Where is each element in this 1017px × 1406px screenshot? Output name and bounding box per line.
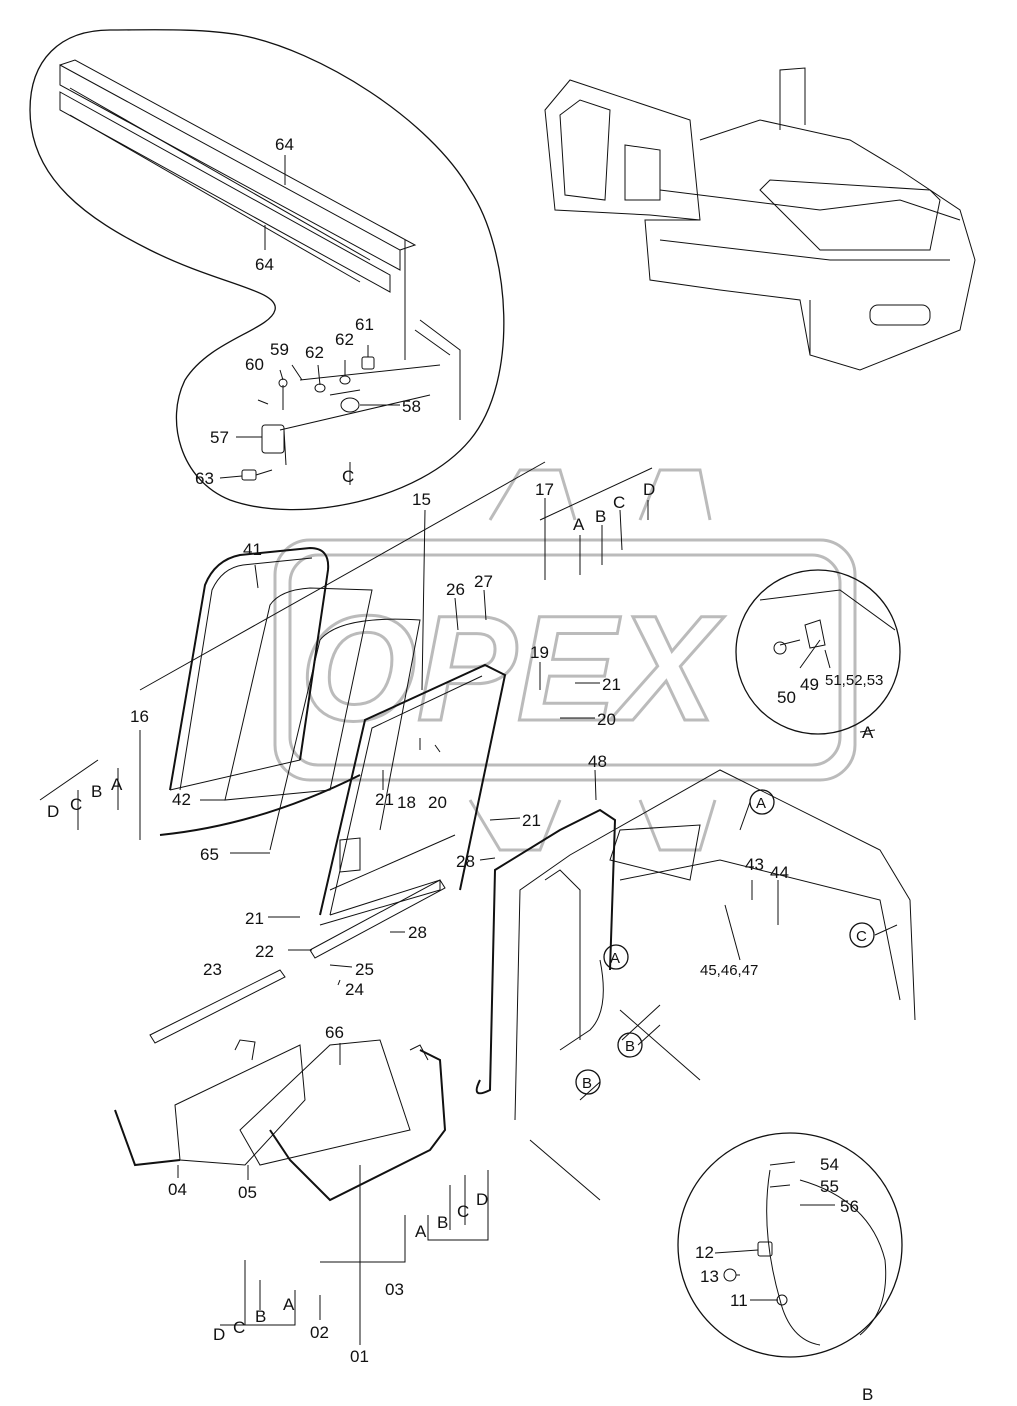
callout-48: 48 xyxy=(588,752,607,771)
callout-b2: B xyxy=(91,782,102,801)
callout-25: 25 xyxy=(355,960,374,979)
watermark-text: OPEX xyxy=(300,584,725,752)
callout-57: 57 xyxy=(210,428,229,447)
callout-21a: 21 xyxy=(602,675,621,694)
callout-b5: B xyxy=(862,1385,873,1404)
callout-22: 22 xyxy=(255,942,274,961)
callout-a2: A xyxy=(111,775,123,794)
leader-lines xyxy=(39,155,898,1345)
callout-02: 02 xyxy=(310,1323,329,1342)
cab-frame xyxy=(475,769,916,1201)
lower-window xyxy=(114,1039,447,1202)
callout-65: 65 xyxy=(200,845,219,864)
callout-c2: C xyxy=(613,493,625,512)
callout-24: 24 xyxy=(345,980,364,999)
callout-13: 13 xyxy=(700,1267,719,1286)
callout-cf: C xyxy=(856,928,867,945)
circle-badges xyxy=(575,789,875,1095)
callout-af2: A xyxy=(610,950,620,967)
callout-b4: B xyxy=(255,1307,266,1326)
callout-c1: C xyxy=(342,467,354,486)
detail-a-circle xyxy=(735,569,901,735)
callout-01: 01 xyxy=(350,1347,369,1366)
callout-20b: 20 xyxy=(428,793,447,812)
callout-50: 50 xyxy=(777,688,796,707)
callout-21d: 21 xyxy=(245,909,264,928)
callout-42: 42 xyxy=(172,790,191,809)
watermark: OPEX xyxy=(273,468,857,852)
callout-21c: 21 xyxy=(522,811,541,830)
callout-05: 05 xyxy=(238,1183,257,1202)
callout-17: 17 xyxy=(535,480,554,499)
callout-41: 41 xyxy=(243,540,262,559)
callout-62a: 62 xyxy=(305,343,324,362)
callout-c4: C xyxy=(457,1202,469,1221)
callout-49: 49 xyxy=(800,675,819,694)
callout-63: 63 xyxy=(195,469,214,488)
rails xyxy=(149,879,446,1044)
callout-11: 11 xyxy=(730,1291,748,1310)
callout-15: 15 xyxy=(412,490,431,509)
callout-64a: 64 xyxy=(275,135,294,154)
callout-27: 27 xyxy=(474,572,493,591)
callout-61: 61 xyxy=(355,315,374,334)
callout-03: 03 xyxy=(385,1280,404,1299)
callout-60: 60 xyxy=(245,355,264,374)
callout-a3: A xyxy=(862,723,874,742)
detail-b-circle xyxy=(677,1132,903,1358)
callout-54: 54 xyxy=(820,1155,839,1174)
callout-b3: B xyxy=(437,1213,448,1232)
callout-19: 19 xyxy=(530,643,549,662)
callout-44: 44 xyxy=(770,863,789,882)
callout-a1: A xyxy=(573,515,585,534)
callout-16: 16 xyxy=(130,707,149,726)
excavator-overview xyxy=(544,67,976,371)
callout-26: 26 xyxy=(446,580,465,599)
callout-af1: A xyxy=(756,795,766,812)
callout-28b: 28 xyxy=(408,923,427,942)
callout-58: 58 xyxy=(402,397,421,416)
callout-c3: C xyxy=(70,795,82,814)
callout-labels: 64 64 59 60 62 62 61 58 57 63 C 15 17 A … xyxy=(47,135,883,1404)
callout-56: 56 xyxy=(840,1197,859,1216)
callout-12: 12 xyxy=(695,1243,714,1262)
callout-c5: C xyxy=(233,1318,245,1337)
callout-d4: D xyxy=(213,1325,225,1344)
callout-55: 55 xyxy=(820,1177,839,1196)
callout-d1: D xyxy=(643,480,655,499)
callout-28a: 28 xyxy=(456,852,475,871)
detail-c-bubble xyxy=(29,29,505,511)
callout-18: 18 xyxy=(397,793,416,812)
callout-d3: D xyxy=(476,1190,488,1209)
callout-66: 66 xyxy=(325,1023,344,1042)
callout-59: 59 xyxy=(270,340,289,359)
callout-bf2: B xyxy=(582,1075,592,1092)
callout-20a: 20 xyxy=(597,710,616,729)
callout-bf1: B xyxy=(625,1038,635,1055)
callout-d2: D xyxy=(47,802,59,821)
callout-04: 04 xyxy=(168,1180,187,1199)
sliding-frame xyxy=(159,663,507,926)
callout-a4: A xyxy=(415,1222,427,1241)
callout-45-46-47: 45,46,47 xyxy=(700,962,758,979)
window-assembly xyxy=(139,461,653,851)
callout-43: 43 xyxy=(745,855,764,874)
callout-23: 23 xyxy=(203,960,222,979)
callout-a5: A xyxy=(283,1295,295,1314)
callout-51-52-53: 51,52,53 xyxy=(825,672,883,689)
callout-64b: 64 xyxy=(255,255,274,274)
callout-62b: 62 xyxy=(335,330,354,349)
callout-21b: 21 xyxy=(375,790,394,809)
callout-b1: B xyxy=(595,507,606,526)
